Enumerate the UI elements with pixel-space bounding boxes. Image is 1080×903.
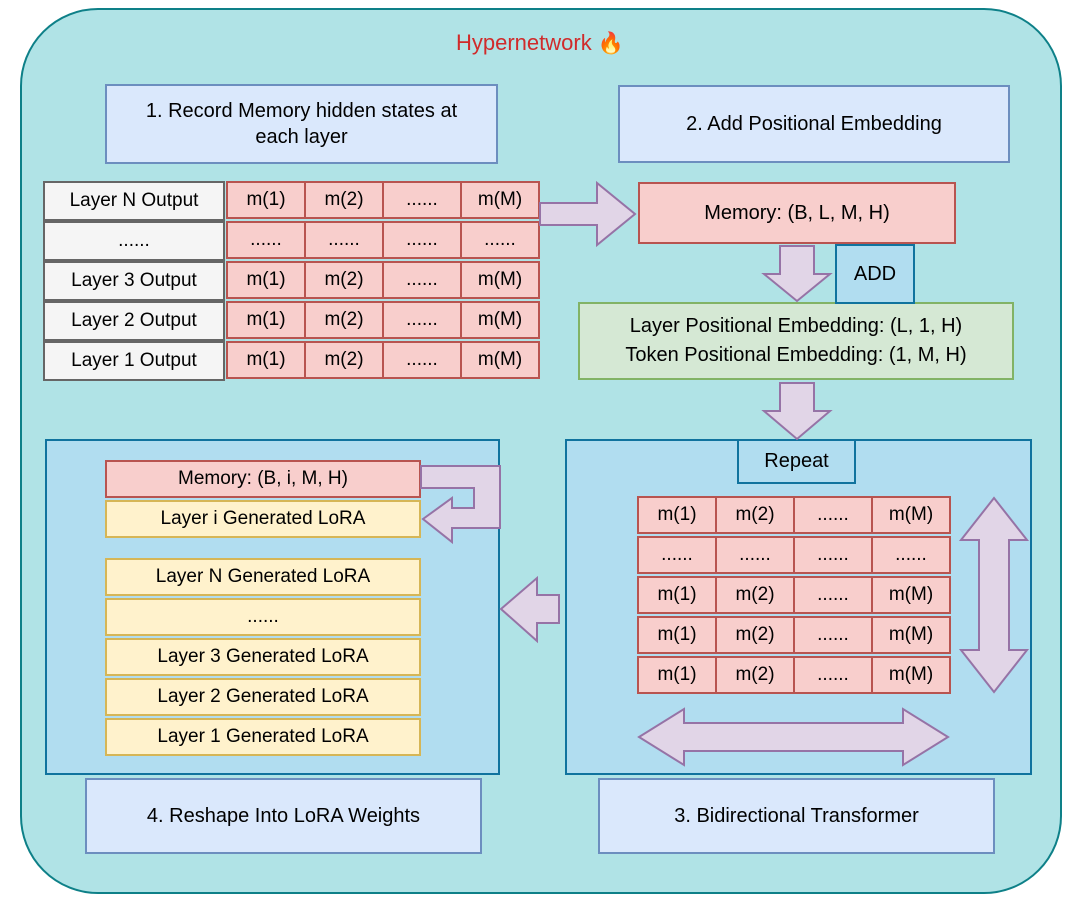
memory-cell: ...... xyxy=(793,616,873,654)
step2-label-box: 2. Add Positional Embedding xyxy=(618,85,1010,163)
memory-cell: m(2) xyxy=(715,616,795,654)
table-row: ...... ...... ...... ...... xyxy=(637,536,951,574)
memory-cell: m(1) xyxy=(637,616,717,654)
layer-label-cell: Layer N Output xyxy=(43,181,225,221)
table-row: Layer 1 Output m(1) m(2) ...... m(M) xyxy=(43,341,540,381)
memory-cell: m(1) xyxy=(637,576,717,614)
memory-cell: ...... xyxy=(793,496,873,534)
memory-cell: m(1) xyxy=(226,181,306,219)
memory-hidden-states-table: Layer N Output m(1) m(2) ...... m(M) ...… xyxy=(43,181,540,381)
memory-cell: ...... xyxy=(793,536,873,574)
memory-cell: m(M) xyxy=(871,576,951,614)
table-row: m(1) m(2) ...... m(M) xyxy=(637,496,951,534)
memory-cell: m(M) xyxy=(460,301,540,339)
memory-cell: ...... xyxy=(304,221,384,259)
step1-label-box: 1. Record Memory hidden states at each l… xyxy=(105,84,498,164)
generated-lora-box: Layer 1 Generated LoRA xyxy=(105,718,421,756)
memory-cell: m(M) xyxy=(460,261,540,299)
memory-cell: m(2) xyxy=(304,341,384,379)
layer-label-cell: ...... xyxy=(43,221,225,261)
memory-cell: ...... xyxy=(793,576,873,614)
step4-label-box: 4. Reshape Into LoRA Weights xyxy=(85,778,482,854)
token-positional-embedding-label: Token Positional Embedding: (1, M, H) xyxy=(625,344,967,366)
table-row: ...... ...... ...... ...... ...... xyxy=(43,221,540,261)
memory-cell: m(1) xyxy=(226,341,306,379)
layer-positional-embedding-label: Layer Positional Embedding: (L, 1, H) xyxy=(629,315,963,337)
memory-layer-i-box: Memory: (B, i, M, H) xyxy=(105,460,421,498)
transformer-memory-table: m(1) m(2) ...... m(M) ...... ...... ....… xyxy=(637,496,951,696)
layer-label-cell: Layer 2 Output xyxy=(43,301,225,341)
memory-cell: ...... xyxy=(793,656,873,694)
memory-cell: m(1) xyxy=(226,301,306,339)
generated-lora-box: Layer 3 Generated LoRA xyxy=(105,638,421,676)
memory-tensor-box: Memory: (B, L, M, H) xyxy=(638,182,956,244)
table-row: Layer N Output m(1) m(2) ...... m(M) xyxy=(43,181,540,221)
memory-cell: ...... xyxy=(382,341,462,379)
memory-cell: ...... xyxy=(637,536,717,574)
memory-cell: m(2) xyxy=(715,576,795,614)
diagram-title: Hypernetwork 🔥 xyxy=(0,30,1080,56)
memory-cell: m(2) xyxy=(304,181,384,219)
memory-cell: m(1) xyxy=(637,656,717,694)
memory-cell: m(M) xyxy=(460,341,540,379)
memory-cell: m(2) xyxy=(304,261,384,299)
layer-label-cell: Layer 3 Output xyxy=(43,261,225,301)
memory-cell: m(M) xyxy=(871,656,951,694)
memory-cell: ...... xyxy=(382,221,462,259)
table-row: m(1) m(2) ...... m(M) xyxy=(637,656,951,694)
memory-cell: m(M) xyxy=(871,496,951,534)
memory-cell: ...... xyxy=(715,536,795,574)
positional-embedding-box: Layer Positional Embedding: (L, 1, H) To… xyxy=(578,302,1014,380)
add-box: ADD xyxy=(835,244,915,304)
table-row: Layer 3 Output m(1) m(2) ...... m(M) xyxy=(43,261,540,301)
memory-cell: m(M) xyxy=(871,616,951,654)
memory-cell: m(M) xyxy=(460,181,540,219)
memory-cell: m(2) xyxy=(304,301,384,339)
title-text: Hypernetwork xyxy=(456,30,592,55)
table-row: m(1) m(2) ...... m(M) xyxy=(637,616,951,654)
layer-i-lora-box: Layer i Generated LoRA xyxy=(105,500,421,538)
table-row: m(1) m(2) ...... m(M) xyxy=(637,576,951,614)
memory-cell: ...... xyxy=(382,181,462,219)
generated-lora-box: Layer 2 Generated LoRA xyxy=(105,678,421,716)
memory-cell: ...... xyxy=(226,221,306,259)
memory-cell: ...... xyxy=(871,536,951,574)
step3-label-box: 3. Bidirectional Transformer xyxy=(598,778,995,854)
memory-cell: m(2) xyxy=(715,656,795,694)
memory-cell: m(1) xyxy=(637,496,717,534)
memory-cell: ...... xyxy=(382,301,462,339)
memory-cell: m(2) xyxy=(715,496,795,534)
table-row: Layer 2 Output m(1) m(2) ...... m(M) xyxy=(43,301,540,341)
fire-icon: 🔥 xyxy=(597,32,624,55)
generated-lora-box: Layer N Generated LoRA xyxy=(105,558,421,596)
memory-cell: ...... xyxy=(382,261,462,299)
memory-cell: ...... xyxy=(460,221,540,259)
repeat-box: Repeat xyxy=(737,439,856,484)
memory-cell: m(1) xyxy=(226,261,306,299)
layer-label-cell: Layer 1 Output xyxy=(43,341,225,381)
generated-lora-box: ...... xyxy=(105,598,421,636)
